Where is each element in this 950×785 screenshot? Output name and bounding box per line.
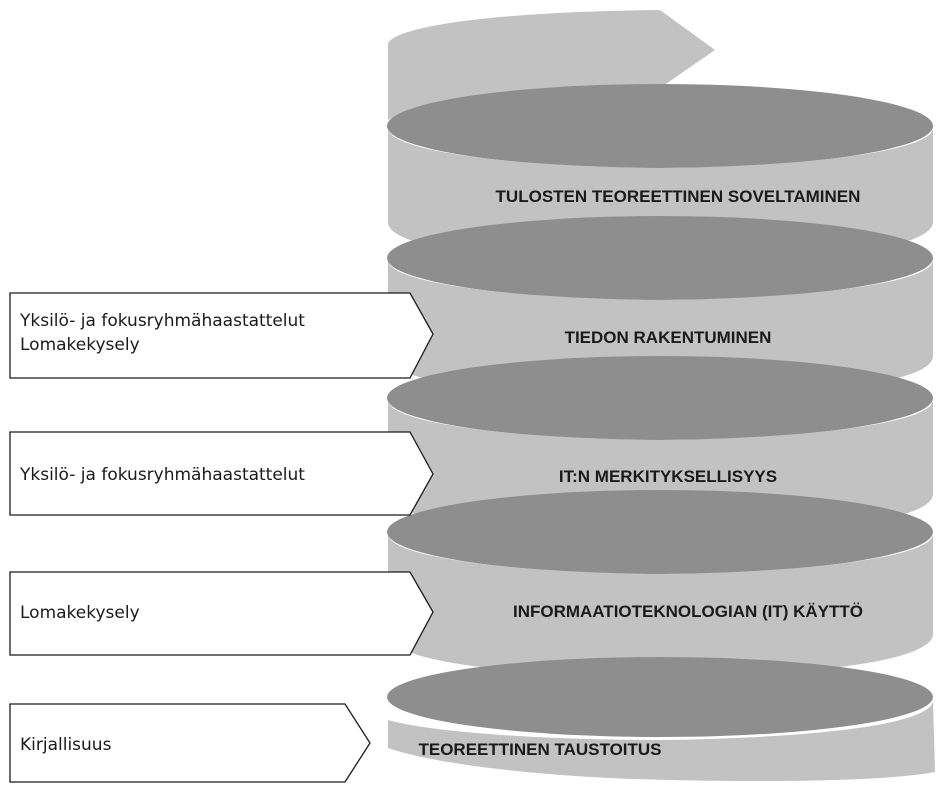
phase-label: IT:N MERKITYKSELLISYYS	[559, 467, 777, 486]
spiral-light-band	[388, 534, 933, 676]
method-box: Kirjallisuus	[9, 703, 371, 783]
phase-label: INFORMAATIOTEKNOLOGIAN (IT) KÄYTTÖ	[513, 602, 863, 621]
spiral-dark-turn	[387, 490, 933, 574]
method-label: Kirjallisuus	[20, 735, 112, 755]
phase-label: TEOREETTINEN TAUSTOITUS	[418, 740, 661, 759]
method-label: Lomakekysely	[20, 335, 140, 355]
method-label: Lomakekysely	[20, 603, 140, 623]
phase-label: TULOSTEN TEOREETTINEN SOVELTAMINEN	[496, 187, 861, 206]
phase-label: TIEDON RAKENTUMINEN	[565, 328, 772, 347]
method-box: Lomakekysely	[9, 571, 434, 656]
spiral-bottom-band	[388, 700, 935, 782]
spiral-dark-turn	[387, 216, 933, 300]
method-label: Yksilö- ja fokusryhmähaastattelut	[19, 465, 305, 485]
method-box: Yksilö- ja fokusryhmähaastattelut Lomake…	[9, 292, 434, 379]
method-label: Yksilö- ja fokusryhmähaastattelut	[19, 311, 305, 331]
spiral-dark-turn	[387, 356, 933, 440]
spiral-dark-turn	[387, 84, 933, 168]
spiral-top-arrow-band	[388, 10, 715, 120]
spiral-dark-turn	[387, 657, 933, 737]
method-box: Yksilö- ja fokusryhmähaastattelut	[9, 431, 434, 516]
